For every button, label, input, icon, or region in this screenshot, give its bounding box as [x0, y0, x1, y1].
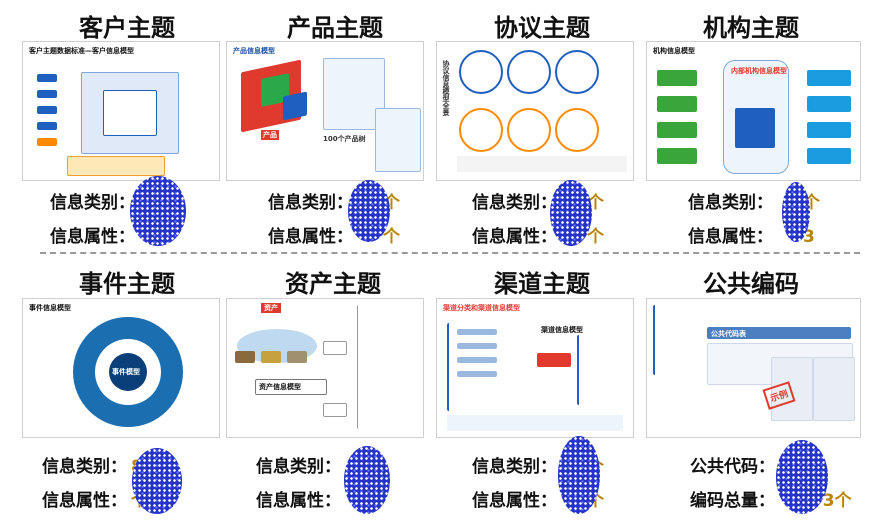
stat-line-2: 编码总量：1 3个: [690, 491, 852, 511]
channel-center-label: 渠道信息模型: [541, 326, 583, 334]
thumb-caption: 渠道分类和渠道信息模型: [443, 304, 520, 312]
section-divider: [40, 252, 860, 254]
thumbnail-product-model[interactable]: 产品信息模型 产品 100个产品树: [226, 41, 424, 181]
tile-title: 资产主题: [285, 270, 381, 298]
product-center-label: 产品: [261, 130, 279, 140]
thumbnail-asset-model[interactable]: 资产 资产信息模型: [226, 298, 424, 438]
tile-title: 客户主题: [79, 14, 175, 42]
thumbnail-agreement-model[interactable]: 协议信息模型全景: [436, 41, 634, 181]
redaction-mark: [130, 176, 186, 246]
thumbnail-code-table[interactable]: 公共代码表 示例: [646, 298, 861, 438]
redaction-mark: [782, 182, 810, 242]
tile-title: 协议主题: [494, 14, 590, 42]
stat-line-1: 信息类别：: [50, 193, 135, 213]
thumb-caption: 事件信息模型: [29, 304, 71, 312]
org-center-label: 内部机构信息模型: [731, 67, 787, 75]
thumbnail-channel-model[interactable]: 渠道分类和渠道信息模型 渠道信息模型: [436, 298, 634, 438]
thumbnail-event-model[interactable]: 事件信息模型 事件模型: [22, 298, 220, 438]
stat-line-2: 信息属性：个: [268, 227, 400, 247]
tile-title: 渠道主题: [494, 270, 590, 298]
asset-top-label: 资产: [261, 303, 281, 313]
redaction-mark: [776, 440, 828, 514]
redaction-mark: [132, 448, 182, 514]
redaction-mark: [558, 436, 600, 514]
thumb-caption: 协议信息模型全景: [442, 60, 450, 116]
tile-title: 产品主题: [287, 14, 383, 42]
thumb-caption: 客户主题数据标准—客户信息模型: [29, 47, 134, 55]
tile-title: 事件主题: [79, 270, 175, 298]
stat-line-2: 信息属性：3: [688, 227, 815, 247]
event-center-label: 事件模型: [112, 368, 140, 376]
thumb-caption: 机构信息模型: [653, 47, 695, 55]
tile-title: 公共编码: [703, 270, 799, 298]
redaction-mark: [550, 180, 592, 246]
tile-title: 机构主题: [703, 14, 799, 42]
thumb-caption: 公共代码表: [711, 330, 746, 338]
thumbnail-org-model[interactable]: 机构信息模型 内部机构信息模型: [646, 41, 861, 181]
redaction-mark: [348, 180, 390, 242]
stat-line-2: 信息属性：: [50, 227, 135, 247]
thumb-caption: 资产信息模型: [259, 383, 301, 391]
thumb-caption: 产品信息模型: [233, 47, 275, 55]
redaction-mark: [344, 446, 390, 514]
thumbnail-customer-model[interactable]: 客户主题数据标准—客户信息模型: [22, 41, 220, 181]
product-count-label: 100个产品树: [323, 135, 366, 143]
stat-line-1: 信息类别：8: [42, 457, 143, 477]
stat-line-2: 信息属性：个: [472, 227, 604, 247]
